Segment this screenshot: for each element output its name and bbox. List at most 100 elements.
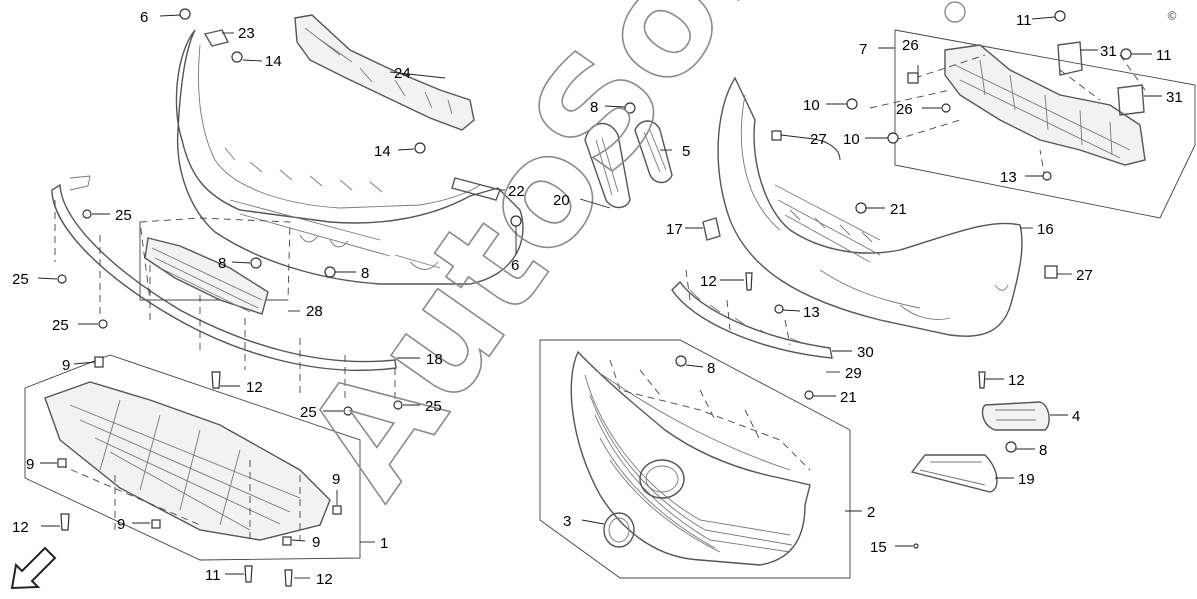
front-direction-arrow-icon	[10, 546, 57, 590]
callout-27: 27	[810, 131, 827, 148]
bumper-cover-inner-rib	[198, 44, 481, 209]
callout-9: 9	[117, 516, 125, 533]
side-bracket-20	[584, 122, 631, 209]
clip-17	[702, 217, 721, 241]
callout-9: 9	[332, 471, 340, 488]
bumper-cover-slots	[224, 147, 441, 269]
screw-icon	[179, 8, 191, 20]
callout-11: 11	[205, 567, 221, 584]
bolt-12d-icon	[745, 272, 753, 291]
clip-21-icon	[855, 202, 867, 214]
callout-12: 12	[316, 571, 333, 588]
callout-12: 12	[12, 519, 29, 536]
callout-23: 23	[238, 25, 255, 42]
callout-10: 10	[843, 131, 860, 148]
callout-5: 5	[682, 143, 690, 160]
callout-13: 13	[1000, 169, 1017, 186]
clip-9-icon	[94, 356, 104, 368]
front-grille-2	[570, 350, 811, 566]
callout-14: 14	[265, 53, 282, 70]
screw-8c-icon	[624, 102, 636, 114]
clip-14-icon	[231, 51, 243, 63]
clip-14b-icon	[414, 142, 426, 154]
bolt-12-icon	[211, 371, 221, 389]
callout-8: 8	[218, 255, 226, 272]
callout-9: 9	[62, 357, 70, 374]
callout-8: 8	[1039, 442, 1047, 459]
undercover-1	[44, 381, 331, 541]
callout-14: 14	[374, 143, 391, 160]
copyright-icon	[944, 1, 966, 23]
clip-25-icon	[82, 209, 92, 219]
clip-23	[203, 29, 230, 47]
callout-8: 8	[361, 265, 369, 282]
clip-9c-icon	[151, 519, 161, 529]
bolt-12c-icon	[284, 569, 293, 587]
side-bracket-5	[634, 120, 673, 184]
callout-2: 2	[867, 504, 875, 521]
callout-26: 26	[902, 37, 919, 54]
callout-27: 27	[1076, 267, 1093, 284]
upper-bracket-7	[944, 44, 1146, 166]
callout-25: 25	[12, 271, 29, 288]
callout-24: 24	[394, 65, 411, 82]
clip-25b-icon	[57, 274, 67, 284]
callout-12: 12	[700, 273, 717, 290]
clip-31b	[1117, 84, 1145, 116]
energy-absorber	[294, 14, 475, 131]
clip-9e-icon	[282, 536, 292, 546]
clip-22	[451, 177, 501, 201]
bolt-10-icon	[846, 98, 858, 110]
fog-lamp-trim-19	[910, 454, 998, 493]
callout-28: 28	[306, 303, 323, 320]
clip-31	[1057, 41, 1083, 76]
callout-4: 4	[1072, 408, 1080, 425]
callout-20: 20	[553, 192, 570, 209]
clip-13b-icon	[774, 304, 784, 314]
clip-13-icon	[1042, 171, 1052, 181]
screw-11b-icon	[1120, 48, 1132, 60]
callout-25: 25	[425, 398, 442, 415]
fog-lamp-bezel-4	[981, 401, 1050, 431]
clip-25d-icon	[343, 406, 353, 416]
callout-16: 16	[1037, 221, 1054, 238]
callout-22: 22	[508, 183, 525, 200]
callout-25: 25	[300, 404, 317, 421]
lower-trim-strip-18	[51, 183, 397, 371]
callout-12: 12	[246, 379, 263, 396]
clip-25c-icon	[98, 319, 108, 329]
clip-25e-icon	[393, 400, 403, 410]
clip-15-icon	[913, 543, 919, 549]
callout-11: 11	[1016, 12, 1032, 29]
callout-26: 26	[896, 101, 913, 118]
callout-19: 19	[1018, 471, 1035, 488]
clip-9d-icon	[332, 505, 342, 515]
callout-8: 8	[590, 99, 598, 116]
screw-8b-icon	[324, 266, 336, 278]
bolt-11-icon	[244, 565, 253, 583]
bolt-12b-icon	[60, 513, 70, 531]
callout-11: 11	[1156, 47, 1172, 64]
callout-29: 29	[845, 365, 862, 382]
callout-9: 9	[312, 534, 320, 551]
callout-8: 8	[707, 360, 715, 377]
callout-21: 21	[840, 389, 857, 406]
clip-21b-icon	[804, 390, 814, 400]
callout-10: 10	[803, 97, 820, 114]
callout-21: 21	[890, 201, 907, 218]
screw-8e-icon	[1005, 441, 1017, 453]
callout-15: 15	[870, 539, 887, 556]
callout-6: 6	[511, 257, 519, 274]
callout-labels: 6 23 14 24 14 22 6 25 25 25 8 8 28 18 12…	[12, 9, 1183, 588]
nut-26-icon	[907, 72, 919, 84]
emblem-3	[603, 512, 635, 548]
callout-7: 7	[859, 41, 867, 58]
clip-27b-icon	[1044, 265, 1058, 279]
callout-25: 25	[52, 317, 69, 334]
lower-grille-28	[144, 237, 269, 315]
bolt-12e-icon	[978, 371, 986, 389]
copyright-symbol: ©	[1166, 9, 1178, 23]
callout-3: 3	[563, 513, 571, 530]
nut-26b-icon	[941, 103, 951, 113]
